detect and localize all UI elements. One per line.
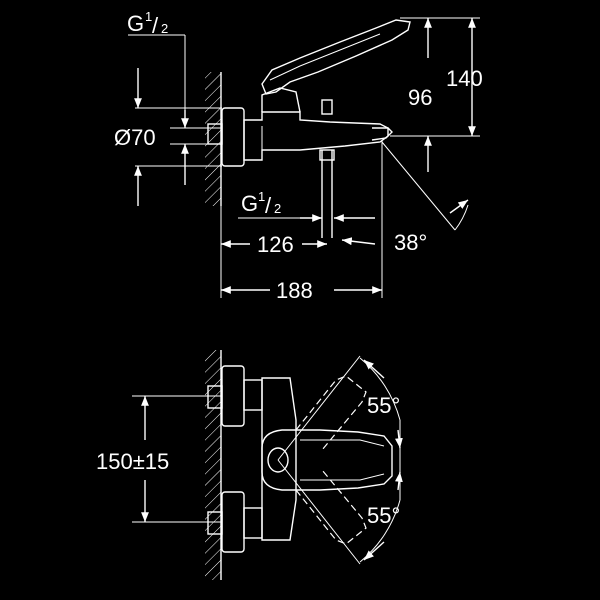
lower-union	[243, 507, 263, 539]
front-body	[261, 377, 297, 541]
diverter-knob	[321, 99, 333, 115]
dim-center-distance	[132, 395, 222, 523]
label-height-total: 140	[446, 66, 483, 91]
upper-escutcheon	[221, 365, 245, 427]
thread-outlet-den: 2	[274, 201, 281, 216]
upper-union	[243, 379, 263, 411]
wall-front	[205, 350, 222, 580]
svg-text:/: /	[265, 193, 272, 218]
mixer-body	[243, 111, 389, 161]
dim-thread-top	[128, 34, 189, 128]
label-thread-top: G 1 / 2	[127, 9, 168, 38]
thread-outlet-base: G	[241, 191, 258, 216]
dim-126	[220, 206, 376, 298]
thread-top-base: G	[127, 11, 144, 36]
lever-cap	[267, 447, 289, 473]
lever-ghost-down	[295, 469, 367, 545]
lower-escutcheon	[221, 491, 245, 553]
svg-text:/: /	[152, 13, 159, 38]
dim-diameter	[134, 68, 222, 206]
lever-handle	[261, 19, 411, 95]
dim-heights	[390, 17, 480, 172]
dim-spout-angle	[381, 141, 469, 231]
label-depth-outlet: 126	[257, 232, 294, 257]
dim-188	[221, 140, 383, 298]
label-diameter: Ø70	[114, 125, 156, 150]
label-depth-spout: 188	[276, 278, 313, 303]
wall-side	[205, 72, 222, 206]
front-view	[132, 350, 403, 580]
thread-top-den: 2	[161, 21, 168, 36]
side-view	[128, 17, 480, 298]
label-thread-outlet: G 1 / 2	[241, 189, 281, 218]
outlet-nut	[319, 149, 335, 161]
thread-top-num: 1	[145, 9, 152, 24]
label-lever-angle-up: 55°	[367, 393, 400, 418]
label-height-lever: 96	[408, 85, 432, 110]
escutcheon	[221, 107, 245, 167]
front-lever	[261, 429, 393, 491]
label-spout-angle: 38°	[394, 230, 427, 255]
lever-ghost-up	[295, 375, 367, 451]
label-center-distance: 150±15	[96, 449, 169, 474]
dim-lever-angles	[277, 355, 403, 565]
label-lever-angle-down: 55°	[367, 503, 400, 528]
spout-tip	[371, 127, 393, 141]
lever-base	[261, 87, 301, 113]
thread-outlet-num: 1	[258, 189, 265, 204]
